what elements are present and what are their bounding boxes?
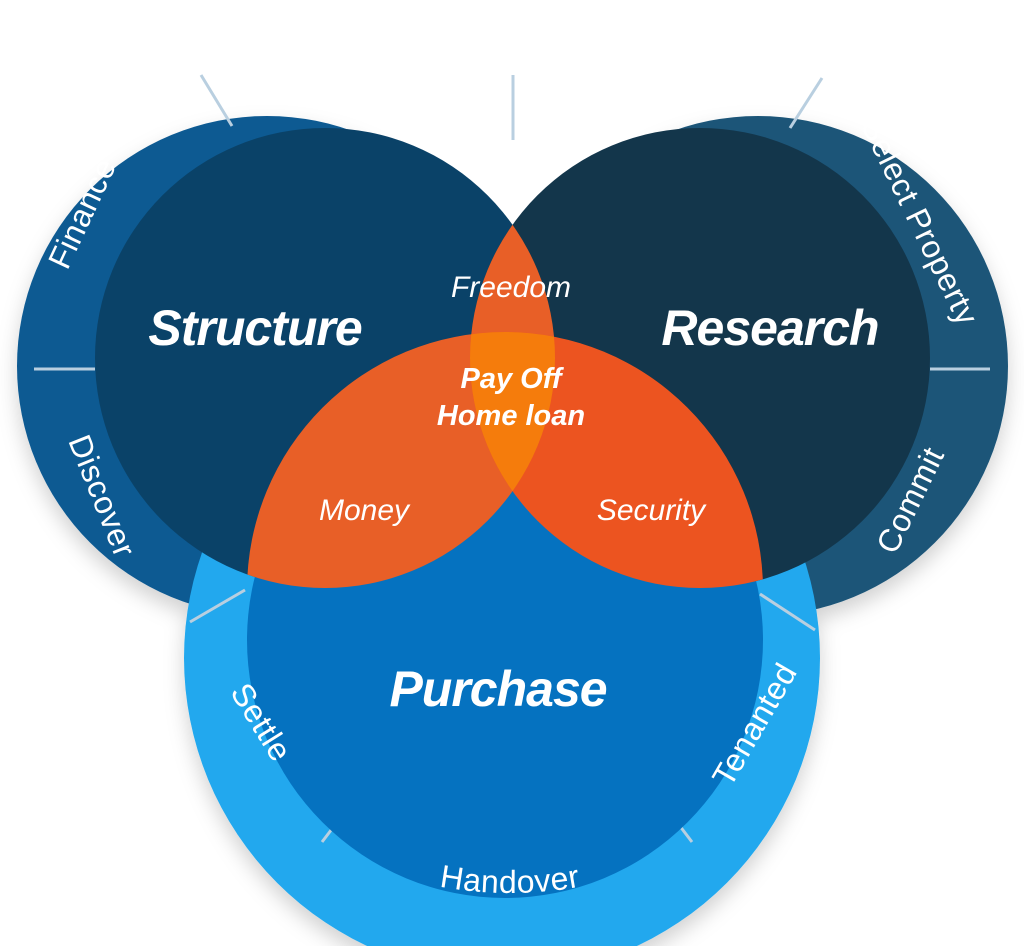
research-label: Research	[661, 300, 878, 356]
center-label-line2: Home loan	[437, 400, 585, 432]
ring-label-handover: Handover	[438, 858, 582, 900]
purchase-label: Purchase	[389, 661, 606, 717]
money-label: Money	[319, 494, 411, 527]
security-label: Security	[597, 494, 707, 527]
ring-label-forecast: Forecast	[601, 35, 739, 78]
freedom-label: Freedom	[451, 271, 571, 304]
ring-label-present-strategy: Present Strategy	[233, 41, 494, 103]
structure-label: Structure	[148, 300, 361, 356]
center-label-line1: Pay Off	[460, 363, 564, 395]
